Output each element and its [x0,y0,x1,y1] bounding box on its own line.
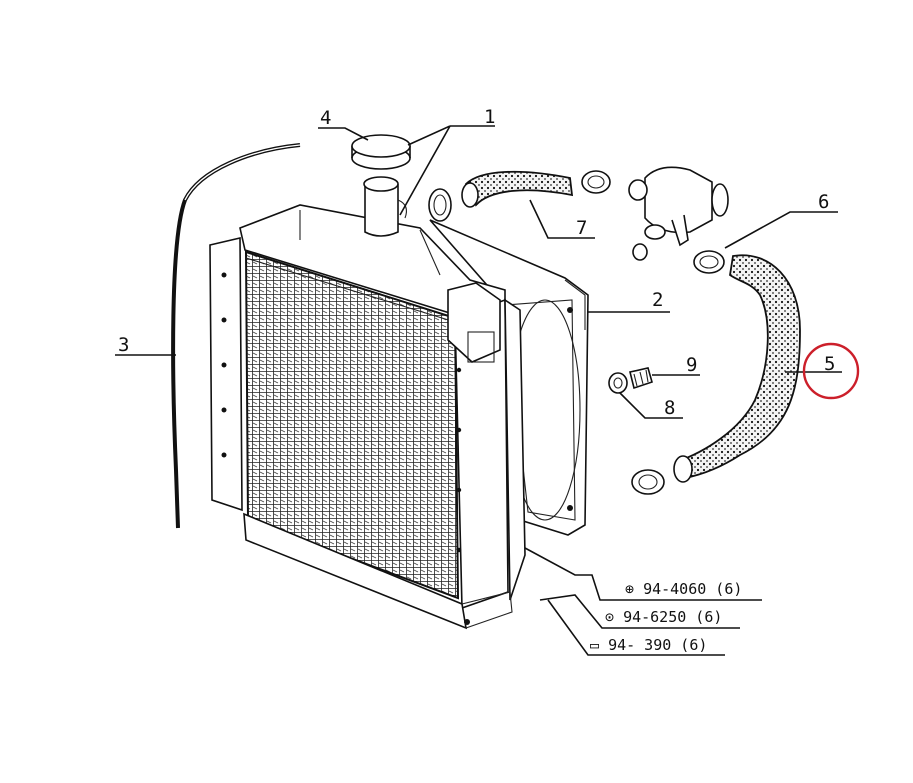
callout-1: 1 [484,106,495,128]
fastener-code: 94- 390 (6) [608,636,707,654]
fastener-ref-1: ⊕ 94-4060 (6) [625,580,742,598]
upper-hose [461,170,574,208]
callout-9: 9 [686,354,697,376]
hose-clamp-upper-left [428,188,452,222]
callout-5: 5 [824,353,835,375]
drain-washer [608,372,628,394]
fastener-list: ⊕ 94-4060 (6) ⊙ 94-6250 (6) ▭ 94- 390 (6… [590,580,742,654]
fastener-symbol: ▭ [590,636,599,654]
callout-3: 3 [118,334,129,356]
fastener-ref-3: ▭ 94- 390 (6) [590,636,707,654]
highlight-circle-5 [802,342,860,400]
fastener-ref-2: ⊙ 94-6250 (6) [605,608,722,626]
callout-4: 4 [320,107,331,129]
hose-clamp-lower [631,469,665,495]
callout-2: 2 [652,289,663,311]
lower-hose [673,254,801,483]
hose-clamp-upper-right [581,170,611,194]
fastener-code: 94-4060 (6) [643,580,742,598]
overflow-pipe [171,143,301,529]
drain-plug [629,367,653,390]
hose-clamp-6 [693,250,725,274]
radiator-cap [351,134,411,170]
fastener-symbol: ⊙ [605,608,614,626]
fastener-symbol: ⊕ [625,580,634,598]
thermostat-housing [628,166,729,261]
callout-7: 7 [576,217,587,239]
callout-8: 8 [664,397,675,419]
radiator-body [209,176,526,630]
callouts: 1 2 3 4 5 6 7 8 9 [118,106,835,419]
fastener-code: 94-6250 (6) [623,608,722,626]
callout-6: 6 [818,191,829,213]
leader-lines [115,125,842,656]
